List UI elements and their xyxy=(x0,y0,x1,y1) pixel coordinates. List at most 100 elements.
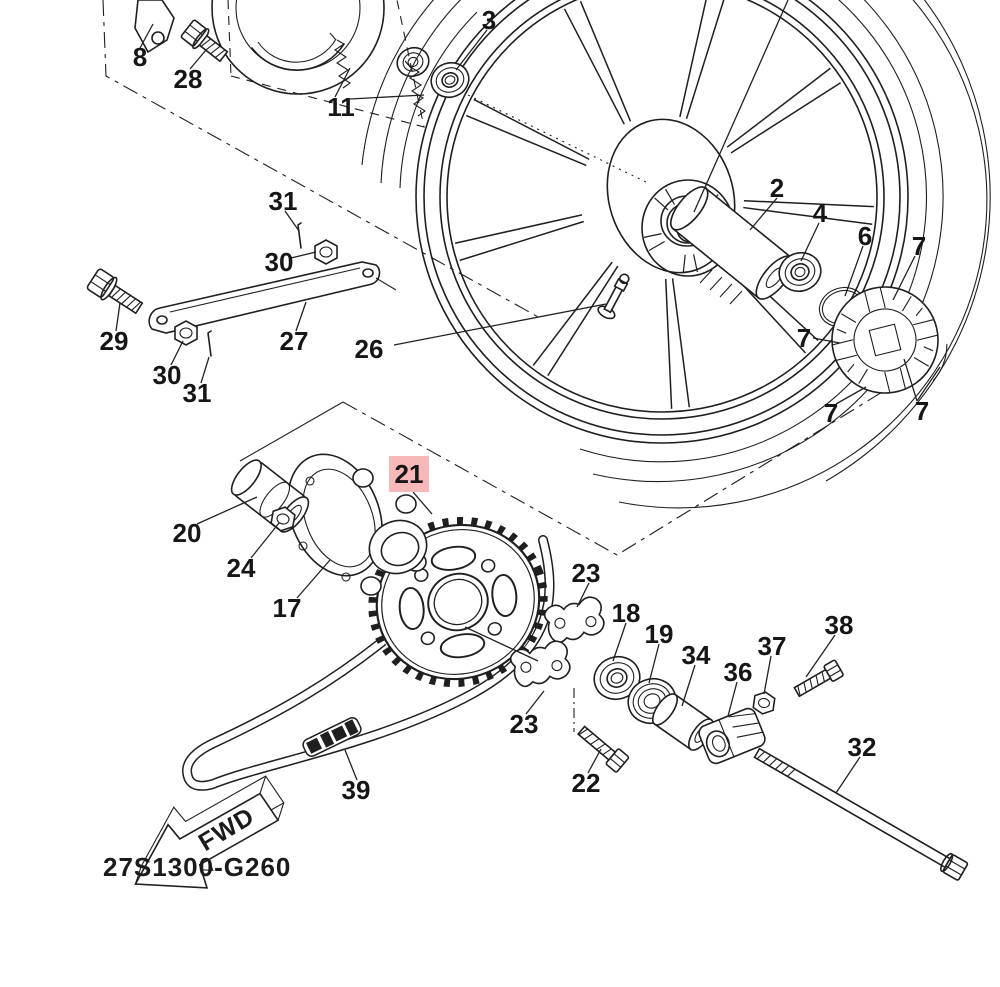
brake-spring xyxy=(329,32,351,89)
retainer-plate-23 xyxy=(509,640,571,688)
part-callout-22[interactable]: 22 xyxy=(572,768,601,798)
leader-line xyxy=(170,340,184,366)
bearing-18 xyxy=(593,655,641,701)
valve-stem xyxy=(597,273,630,320)
hub-right-parts xyxy=(669,186,948,394)
cotter-pin-31 xyxy=(297,222,302,249)
part-callout-30[interactable]: 30 xyxy=(265,247,294,277)
leader-line xyxy=(749,197,778,231)
leader-line xyxy=(525,690,545,715)
hub-sprocket-group xyxy=(230,453,630,773)
leader-line xyxy=(835,386,867,405)
part-callout-23[interactable]: 23 xyxy=(572,558,601,588)
leader-line xyxy=(916,366,941,402)
part-callout-18[interactable]: 18 xyxy=(612,598,641,628)
cotter-pin-31 xyxy=(207,330,212,357)
leader-lines-layer xyxy=(115,0,941,794)
part-callout-31[interactable]: 31 xyxy=(183,378,212,408)
part-callout-26[interactable]: 26 xyxy=(355,334,384,364)
part-callout-37[interactable]: 37 xyxy=(758,631,787,661)
nut-30 xyxy=(174,320,198,346)
leader-line xyxy=(693,0,789,213)
leader-line xyxy=(800,222,820,262)
part-callout-28[interactable]: 28 xyxy=(174,64,203,94)
brake-spring xyxy=(404,60,426,117)
leader-line xyxy=(464,626,539,662)
leader-line xyxy=(576,582,590,608)
bolt-28 xyxy=(180,19,229,63)
part-callout-6[interactable]: 6 xyxy=(858,221,872,251)
part-callout-8[interactable]: 8 xyxy=(133,42,147,72)
collar-34 xyxy=(651,693,715,751)
leader-line xyxy=(290,251,317,259)
part-callout-3[interactable]: 3 xyxy=(482,5,496,35)
part-callout-7[interactable]: 7 xyxy=(797,323,811,353)
part-callout-7[interactable]: 7 xyxy=(824,398,838,428)
part-callout-30[interactable]: 30 xyxy=(153,360,182,390)
highlighted-callout-bg xyxy=(389,456,429,492)
oil-seal xyxy=(396,46,430,78)
leader-line xyxy=(295,301,307,332)
leader-line xyxy=(349,94,425,100)
chain-master-link xyxy=(302,717,362,757)
leader-line xyxy=(612,622,627,662)
part-callout-19[interactable]: 19 xyxy=(645,619,674,649)
leader-line xyxy=(648,643,660,684)
leader-line xyxy=(412,491,433,515)
leader-line xyxy=(196,496,258,525)
brake-panel-group xyxy=(134,0,470,117)
part-callout-29[interactable]: 29 xyxy=(100,326,129,356)
part-callout-27[interactable]: 27 xyxy=(280,326,309,356)
cush-damper-7 xyxy=(831,286,948,394)
part-callout-36[interactable]: 36 xyxy=(724,657,753,687)
part-callout-4[interactable]: 4 xyxy=(813,198,828,228)
leader-line xyxy=(334,67,351,98)
leader-line xyxy=(284,210,300,232)
group-boundaries xyxy=(102,0,906,732)
leader-line xyxy=(115,302,121,332)
leader-line xyxy=(727,681,738,717)
chain-adjuster-36 xyxy=(698,707,766,765)
part-callout-38[interactable]: 38 xyxy=(825,610,854,640)
leader-line xyxy=(344,749,358,781)
leader-line xyxy=(844,245,864,297)
leader-line xyxy=(393,303,607,346)
leader-line xyxy=(805,634,836,678)
bearing-3 xyxy=(430,61,470,99)
leader-line xyxy=(455,29,488,71)
leader-line xyxy=(296,559,331,599)
axle-32 xyxy=(753,747,969,881)
part-callout-7[interactable]: 7 xyxy=(912,231,926,261)
leader-line xyxy=(587,748,602,774)
torque-rod-group xyxy=(86,222,397,357)
part-callout-7[interactable]: 7 xyxy=(915,396,929,426)
bolt-29 xyxy=(86,268,144,315)
nut-37 xyxy=(752,691,776,715)
part-callout-2[interactable]: 2 xyxy=(770,173,784,203)
leader-line xyxy=(139,23,154,49)
part-callout-39[interactable]: 39 xyxy=(342,775,371,805)
part-callout-24[interactable]: 24 xyxy=(227,553,256,583)
part-callout-17[interactable]: 17 xyxy=(273,593,302,623)
bearing-4 xyxy=(778,251,822,293)
nut-30 xyxy=(314,239,338,265)
torque-rod xyxy=(148,261,381,334)
leader-line xyxy=(763,655,772,695)
part-callout-21[interactable]: 21 xyxy=(395,459,424,489)
retainer-plate-23 xyxy=(543,596,605,644)
part-callout-34[interactable]: 34 xyxy=(682,640,711,670)
part-callout-11[interactable]: 11 xyxy=(327,92,355,122)
leader-line xyxy=(189,49,207,70)
leader-line xyxy=(812,337,841,344)
bolt-22 xyxy=(577,725,630,773)
part-callout-20[interactable]: 20 xyxy=(173,518,202,548)
part-callout-23[interactable]: 23 xyxy=(510,709,539,739)
leader-line xyxy=(681,664,696,707)
fwd-arrow: FWD xyxy=(134,775,285,889)
leader-line xyxy=(250,522,280,559)
part-callout-31[interactable]: 31 xyxy=(269,186,298,216)
part-callout-32[interactable]: 32 xyxy=(848,732,877,762)
